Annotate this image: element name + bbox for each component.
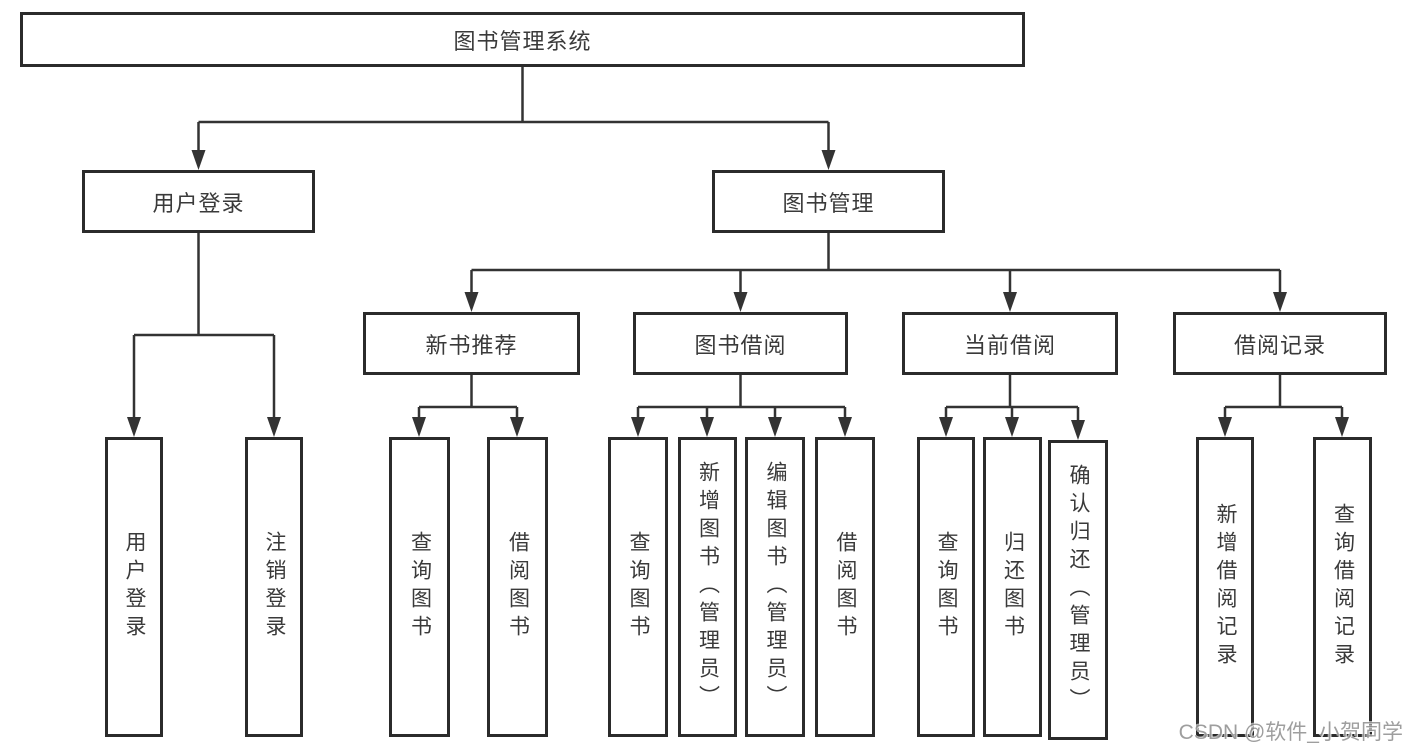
node-book-borrowing: 图书借阅 (633, 312, 848, 375)
node-label: 图书管理 (782, 190, 875, 216)
node-book-management: 图书管理 (712, 170, 945, 233)
node-label: 归还图书 (1001, 531, 1025, 643)
node-label: 用户登录 (152, 190, 245, 216)
node-leaf-cb-query-books: 查询图书 (917, 437, 975, 737)
node-label: 用户登录 (123, 531, 146, 643)
node-leaf-bb-add-books-admin: 新增图书（管理员） (678, 437, 737, 737)
node-leaf-nb-borrow-books: 借阅图书 (487, 437, 548, 737)
node-leaf-cb-confirm-return-admin: 确认归还（管理员） (1048, 440, 1108, 740)
node-leaf-br-add-record: 新增借阅记录 (1196, 437, 1254, 737)
node-new-book-recommendation: 新书推荐 (363, 312, 580, 375)
arrowheads (127, 150, 1349, 440)
node-leaf-cb-return-books: 归还图书 (983, 437, 1042, 737)
node-label: 查询图书 (627, 531, 650, 643)
node-label: 新增借阅记录 (1214, 503, 1237, 671)
node-label: 新书推荐 (425, 332, 518, 358)
node-label: 查询图书 (408, 531, 432, 643)
node-label: 借阅图书 (834, 531, 857, 643)
csdn-watermark: CSDN @软件_小贺同学 (1178, 721, 1403, 744)
node-label: 注销登录 (263, 531, 286, 643)
node-leaf-bb-query-books: 查询图书 (608, 437, 668, 737)
node-current-borrowing: 当前借阅 (902, 312, 1118, 375)
node-label: 借阅图书 (506, 531, 530, 643)
node-label: 编辑图书（管理员） (764, 461, 787, 713)
node-label: 确认归还（管理员） (1067, 464, 1090, 716)
node-user-login: 用户登录 (82, 170, 315, 233)
node-leaf-bb-borrow-books: 借阅图书 (815, 437, 875, 737)
node-leaf-bb-edit-books-admin: 编辑图书（管理员） (745, 437, 805, 737)
node-library-management-system: 图书管理系统 (20, 12, 1025, 67)
node-label: 图书借阅 (694, 332, 787, 358)
node-label: 当前借阅 (963, 332, 1056, 358)
node-label: 查询图书 (935, 531, 958, 643)
node-leaf-nb-query-books: 查询图书 (389, 437, 450, 737)
node-leaf-br-query-record: 查询借阅记录 (1313, 437, 1372, 737)
node-leaf-logout: 注销登录 (245, 437, 303, 737)
node-label: 借阅记录 (1233, 332, 1326, 358)
node-label: 图书管理系统 (453, 28, 592, 54)
node-label: 查询借阅记录 (1331, 503, 1355, 671)
node-label: 新增图书（管理员） (696, 461, 720, 713)
node-borrowing-records: 借阅记录 (1173, 312, 1387, 375)
node-leaf-user-login: 用户登录 (105, 437, 163, 737)
